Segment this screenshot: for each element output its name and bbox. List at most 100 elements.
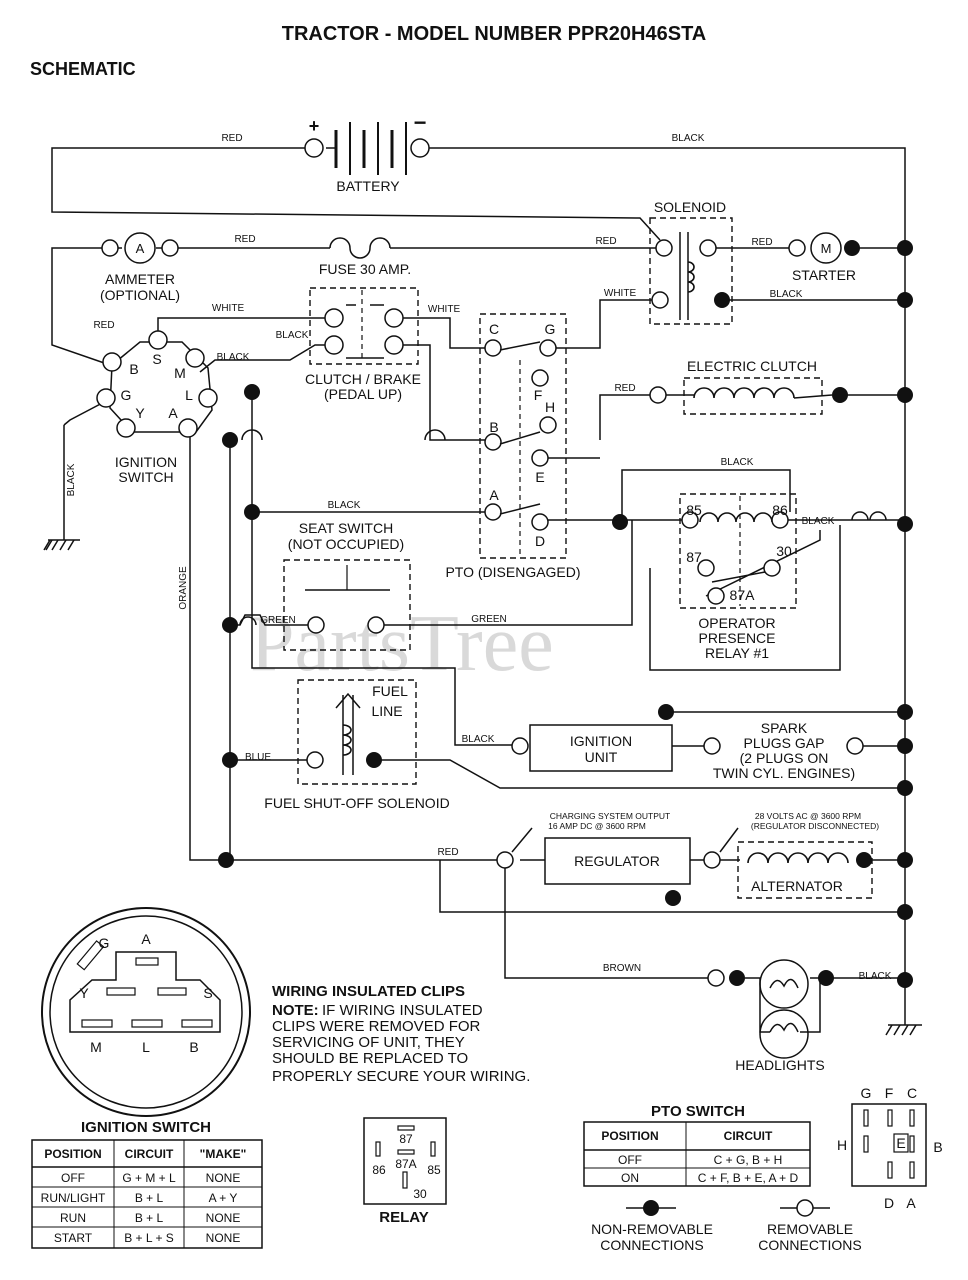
battery-label: BATTERY [336,178,400,194]
schematic-subtitle: SCHEMATIC [30,59,136,79]
spark-label-2: PLUGS GAP [744,735,825,751]
ign-face-g: G [99,935,110,951]
ground-marks [43,539,917,1036]
wire-labels: RED BLACK RED RED RED BLACK WHITE WHITE … [66,133,892,982]
ignition-switch-label-1: IGNITION [115,454,177,470]
pto-face-f: F [885,1085,894,1101]
pto-th-position: POSITION [601,1129,658,1143]
note-prefix: NOTE: [272,1002,319,1019]
pto-term-a: A [489,487,499,503]
solenoid-label: SOLENOID [654,199,726,215]
wire-label-red-2: RED [234,234,255,245]
headlights-label: HEADLIGHTS [735,1057,824,1073]
ign-r3c2: NONE [206,1231,241,1245]
relay-term-87a: 87A [730,587,756,603]
ign-r2c0: RUN [60,1211,86,1225]
pto-r0c0: OFF [618,1153,642,1167]
relay-pin-85: 85 [427,1163,441,1177]
pto-th-circuit: CIRCUIT [724,1129,773,1143]
ign-r1c0: RUN/LIGHT [41,1191,106,1205]
ign-r0c2: NONE [206,1171,241,1185]
ign-th-circuit: CIRCUIT [125,1147,174,1161]
ign-r3c1: B + L + S [124,1231,174,1245]
charging-label-1: CHARGING SYSTEM OUTPUT [550,811,670,821]
volts-label-1: 28 VOLTS AC @ 3600 RPM [755,811,861,821]
relay-pin-86: 86 [372,1163,386,1177]
clutch-brake-label-2: (PEDAL UP) [324,386,402,402]
ign-face-s: S [203,985,212,1001]
relay-label-3: RELAY #1 [705,645,769,661]
wire-label-black-3: BLACK [276,330,309,341]
starter-label: STARTER [792,267,856,283]
legend-nonremovable-1: NON-REMOVABLE [591,1221,713,1237]
pto-face-d: D [884,1195,894,1211]
pto-term-g: G [545,321,556,337]
seat-switch-label-2: (NOT OCCUPIED) [288,536,404,552]
spark-label-4: TWIN CYL. ENGINES) [713,765,855,781]
clutch-brake-switch: CLUTCH / BRAKE (PEDAL UP) [305,287,421,402]
relay-term-86: 86 [772,502,788,518]
ign-term-y: Y [135,405,145,421]
wire-label-blue: BLUE [245,752,271,763]
wire-label-red-1: RED [221,133,242,144]
wire-label-black-ground: BLACK [66,463,77,496]
note-line-2: CLIPS WERE REMOVED FOR [272,1018,481,1035]
starter-symbol: M [821,241,832,256]
legend-removable-2: CONNECTIONS [758,1237,861,1253]
ignition-switch-table: IGNITION SWITCH POSITION CIRCUIT "MAKE" … [31,1119,263,1249]
ignition-unit: IGNITION UNIT SPARK PLUGS GAP (2 PLUGS O… [511,720,864,781]
wire-label-black-5: BLACK [721,457,754,468]
wire-label-green-1: GREEN [260,615,296,626]
pto-r1c1: C + F, B + E, A + D [698,1171,799,1185]
wire-label-green-2: GREEN [471,614,507,625]
wire-label-red-7: RED [437,847,458,858]
relay-label-2: PRESENCE [698,630,775,646]
pto-face-h: H [837,1137,847,1153]
spark-label-3: (2 PLUGS ON [740,750,829,766]
pto-term-b: B [489,419,498,435]
battery-minus: − [414,110,427,135]
pto-label: PTO (DISENGAGED) [445,564,580,580]
ignition-switch-face: G A Y S M L B [41,907,251,1117]
solenoid: SOLENOID [649,199,733,325]
ign-term-s: S [152,351,161,367]
ign-face-b: B [189,1039,198,1055]
ign-th-make: "MAKE" [200,1147,247,1161]
regulator-label: REGULATOR [574,853,660,869]
relay-term-85: 85 [686,502,702,518]
pto-term-f: F [534,387,543,403]
wire-label-white-1: WHITE [604,288,637,299]
electric-clutch: ELECTRIC CLUTCH [649,358,848,415]
fuse-label: FUSE 30 AMP. [319,261,411,277]
ammeter: A AMMETER (OPTIONAL) [100,232,180,303]
relay-diagram-title: RELAY [379,1209,428,1226]
regulator: REGULATOR CHARGING SYSTEM OUTPUT 16 AMP … [496,811,691,885]
ign-th-position: POSITION [44,1147,101,1161]
relay-pin-87a: 87A [395,1157,416,1171]
wiring-note: WIRING INSULATED CLIPS NOTE: IF WIRING I… [272,983,530,1085]
ign-r3c0: START [54,1231,93,1245]
wire-label-white-2: WHITE [212,303,245,314]
ammeter-label: AMMETER [105,271,175,287]
pto-face-a: A [906,1195,916,1211]
ign-table-title: IGNITION SWITCH [81,1119,211,1136]
ignition-unit-label-1: IGNITION [570,733,632,749]
pto-switch-table: PTO SWITCH POSITION CIRCUIT OFF C + G, B… [583,1103,811,1187]
seat-switch: SEAT SWITCH (NOT OCCUPIED) [283,520,411,651]
note-heading: WIRING INSULATED CLIPS [272,983,465,1000]
wire-label-black-8: BLACK [462,734,495,745]
ign-term-m: M [174,365,186,381]
ign-r1c2: A + Y [209,1191,238,1205]
ammeter-optional: (OPTIONAL) [100,287,180,303]
wire-label-red-4: RED [751,237,772,248]
pto-r0c1: C + G, B + H [714,1153,783,1167]
note-line-1: IF WIRING INSULATED [322,1002,483,1019]
pto-table-title: PTO SWITCH [651,1103,745,1120]
ign-r0c0: OFF [61,1171,85,1185]
pto-face-c: C [907,1085,917,1101]
wire-label-black-2: BLACK [770,289,803,300]
pto-term-d: D [535,533,545,549]
nonremovable-dot [643,1200,659,1216]
pto-term-h: H [545,399,555,415]
wire-label-black-7: BLACK [802,516,835,527]
